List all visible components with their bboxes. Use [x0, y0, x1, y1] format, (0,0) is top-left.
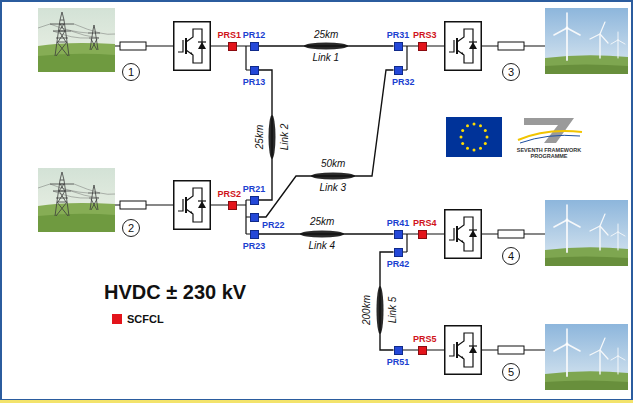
- protection-square: PR13: [250, 66, 259, 75]
- breaker-label: PR23: [243, 241, 266, 251]
- scfcl-square: PRS4: [418, 230, 427, 239]
- dc-link: [259, 233, 394, 234]
- breaker-label: PR32: [392, 77, 415, 87]
- breaker-label: PRS2: [217, 189, 241, 199]
- callout-circle: 4: [502, 247, 520, 265]
- callout-circle: 5: [502, 363, 520, 381]
- link-label: Link 2: [279, 124, 291, 151]
- callout-number: 1: [128, 66, 134, 78]
- link-length: 25km: [254, 125, 266, 149]
- protection-square: PR32: [394, 66, 403, 75]
- link-length: 25km: [314, 29, 338, 41]
- callout-number: 2: [128, 222, 134, 234]
- dc-link: [259, 70, 394, 217]
- link-label: Link 5: [387, 297, 399, 324]
- callout-number: 5: [508, 366, 514, 378]
- scfcl-square: PRS3: [418, 42, 427, 51]
- scfcl-square: PRS2: [228, 201, 237, 210]
- dc-link: [259, 45, 394, 46]
- protection-square: PR51: [394, 346, 403, 355]
- link-label: Link 4: [309, 240, 336, 252]
- breaker-label: PR21: [243, 184, 266, 194]
- link-length: 50km: [321, 158, 345, 170]
- breaker-label: PRS5: [413, 334, 437, 344]
- callout-number: 3: [508, 66, 514, 78]
- breaker-label: PR22: [262, 220, 285, 230]
- breaker-label: PRS4: [413, 218, 437, 228]
- link-length: 25km: [310, 216, 334, 228]
- callout-circle: 2: [122, 219, 140, 237]
- breaker-label: PR42: [387, 259, 410, 269]
- callout-number: 4: [508, 250, 514, 262]
- legend-text: SCFCL: [127, 313, 164, 326]
- breaker-label: PR51: [387, 357, 410, 367]
- scfcl-square: PRS5: [418, 346, 427, 355]
- protection-square: PR23: [250, 230, 259, 239]
- protection-square: PR12: [250, 42, 259, 51]
- protection-square: PR31: [394, 42, 403, 51]
- scfcl-square: PRS1: [228, 42, 237, 51]
- protection-square: PR22: [250, 213, 259, 222]
- callout-circle: 3: [502, 63, 520, 81]
- breaker-label: PR13: [243, 77, 266, 87]
- breaker-label: PR41: [387, 218, 410, 228]
- voltage-title: HVDC ± 230 kV: [104, 280, 246, 304]
- breaker-label: PRS1: [217, 30, 241, 40]
- programme-text: SEVENTH FRAMEWORK PROGRAMME: [513, 147, 585, 160]
- protection-square: PR21: [250, 196, 259, 205]
- breaker-label: PR12: [243, 30, 266, 40]
- link-label: Link 1: [313, 52, 340, 64]
- callout-circle: 1: [122, 63, 140, 81]
- breaker-label: PRS3: [413, 30, 437, 40]
- breaker-label: PR31: [387, 30, 410, 40]
- link-label: Link 3: [320, 182, 347, 194]
- legend-swatch: [112, 314, 122, 324]
- protection-square: PR42: [394, 248, 403, 257]
- protection-square: PR41: [394, 230, 403, 239]
- link-length: 200km: [361, 295, 373, 325]
